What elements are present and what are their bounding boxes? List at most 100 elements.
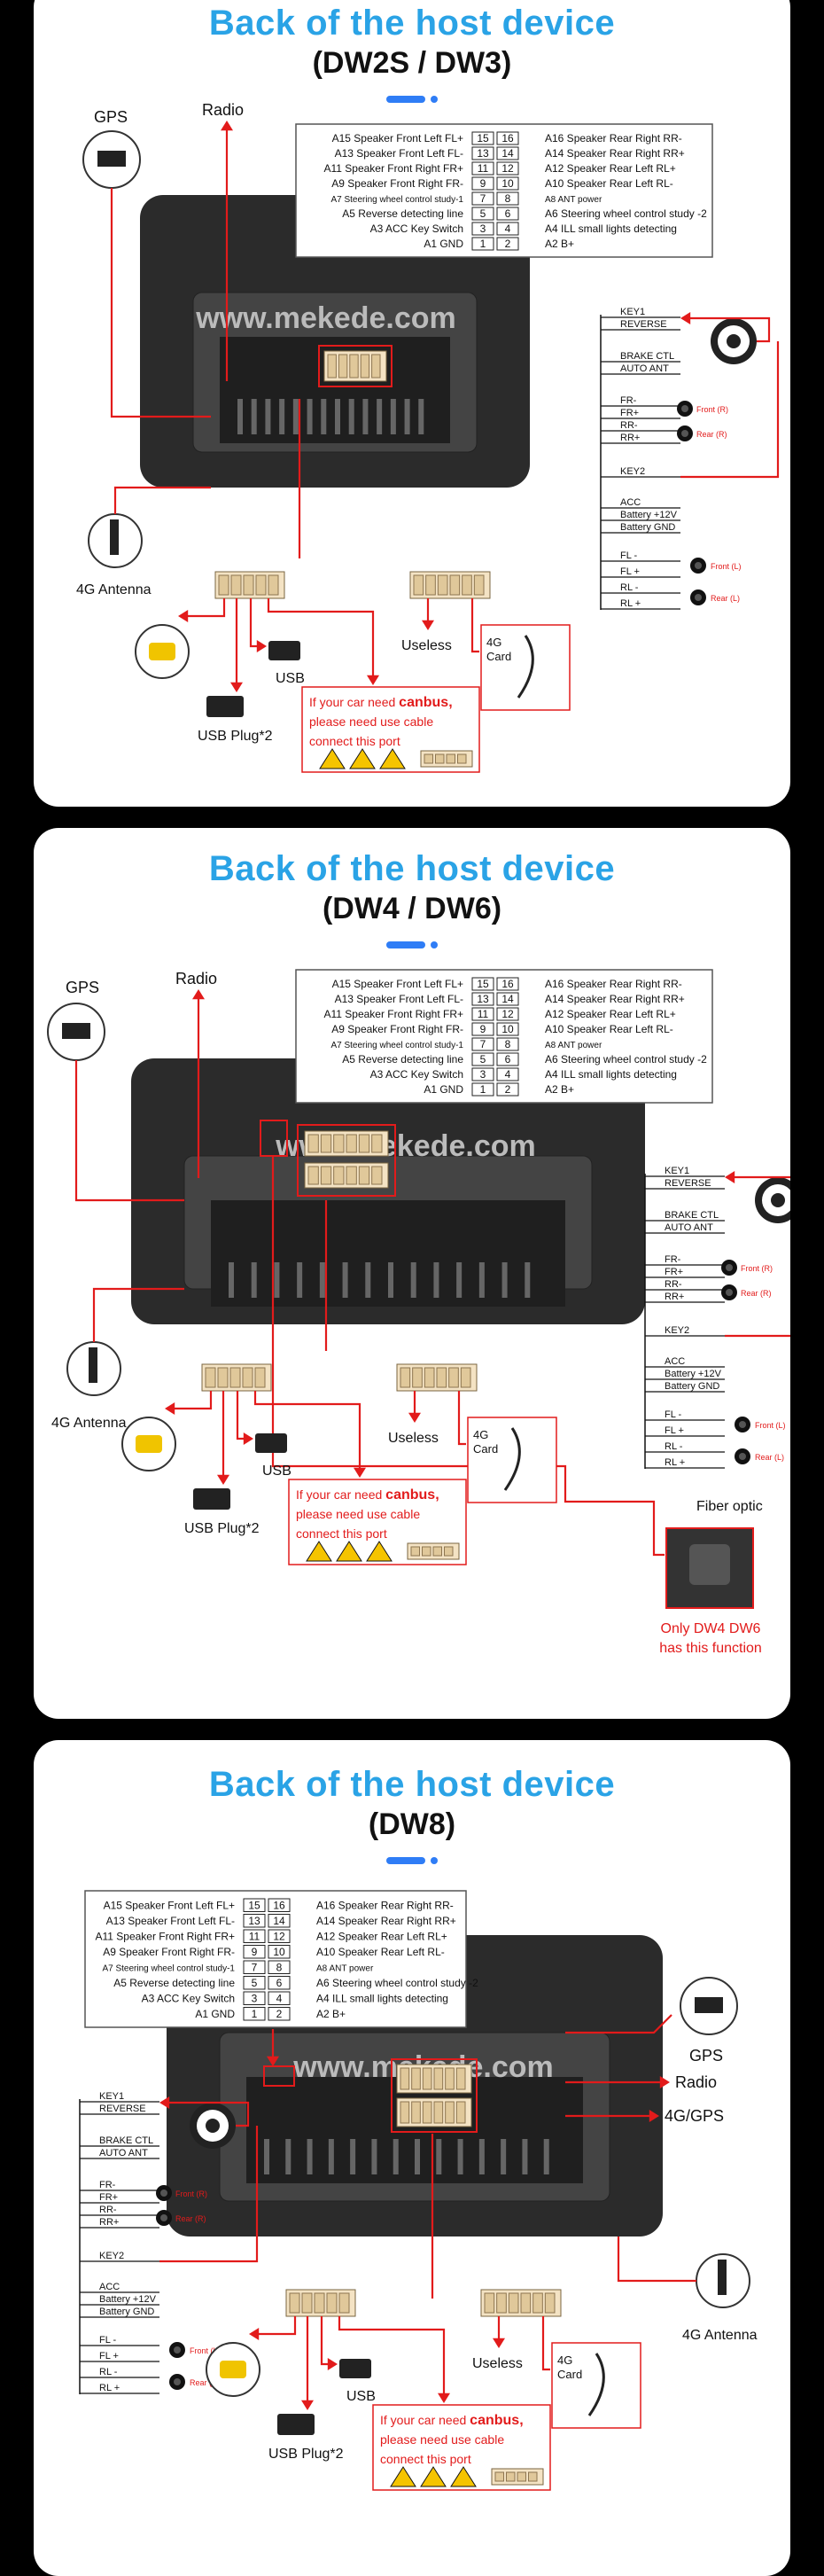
arrow-head bbox=[192, 989, 205, 1000]
speaker-icon bbox=[174, 2378, 181, 2385]
harness-label: RR- bbox=[99, 2205, 117, 2215]
card-4g-box bbox=[551, 2342, 641, 2429]
steering-wire bbox=[682, 316, 771, 343]
device-vent bbox=[388, 1262, 393, 1298]
speaker-icon bbox=[695, 594, 702, 601]
speaker-icon bbox=[726, 1264, 733, 1271]
device-vent bbox=[525, 1262, 531, 1298]
harness-label: BRAKE CTL bbox=[99, 2135, 153, 2146]
pin-label-left: A5 Reverse detecting line bbox=[342, 207, 463, 220]
device-vent bbox=[543, 2139, 549, 2174]
plug-pin bbox=[445, 2067, 455, 2090]
pin-number: 7 bbox=[480, 1038, 486, 1050]
harness-label: RL - bbox=[620, 582, 639, 593]
pin-label-left: A3 ACC Key Switch bbox=[370, 222, 463, 235]
pin-box bbox=[268, 1929, 291, 1943]
plug-pin bbox=[333, 1166, 345, 1185]
plug-pin bbox=[436, 1367, 447, 1388]
usb-label: USB bbox=[276, 671, 305, 686]
plug-pin bbox=[230, 574, 242, 596]
harness-label: REVERSE bbox=[665, 1178, 711, 1189]
key2-wire bbox=[159, 2126, 259, 2263]
plug-pin bbox=[413, 574, 424, 596]
usb-plug-icon bbox=[277, 2414, 315, 2435]
pin-label-left: A15 Speaker Front Left FL+ bbox=[104, 1900, 235, 1912]
canbus-note-line: connect this port bbox=[309, 734, 400, 748]
warning-icon bbox=[349, 748, 376, 769]
arrow-head bbox=[256, 640, 267, 652]
rca-wire bbox=[167, 1391, 213, 1410]
pin-label-right: A12 Speaker Rear Left RL+ bbox=[545, 162, 676, 175]
pin-box bbox=[471, 1007, 494, 1021]
pin-number: 7 bbox=[480, 192, 486, 205]
harness-label: REVERSE bbox=[620, 319, 667, 330]
plug-pin bbox=[437, 574, 448, 596]
device-vent bbox=[319, 1262, 325, 1298]
device-vent bbox=[251, 399, 257, 434]
antenna-4g-icon bbox=[110, 519, 119, 555]
wiring-diagram: A15 Speaker Front Left FL+A16 Speaker Re… bbox=[79, 1890, 758, 2491]
harness-label: FR- bbox=[99, 2180, 116, 2190]
canbus-wire bbox=[338, 2316, 446, 2398]
arrow-head bbox=[354, 1467, 366, 1478]
pin-number: 9 bbox=[480, 1023, 486, 1035]
pin-label-left: A7 Steering wheel control study-1 bbox=[102, 1964, 235, 1974]
harness-label: RL + bbox=[620, 598, 641, 609]
antenna-4g-label: 4G Antenna bbox=[682, 2328, 758, 2343]
pin-box bbox=[496, 1067, 519, 1081]
device-vent bbox=[279, 399, 285, 434]
pin-box bbox=[471, 131, 494, 145]
plug-pin bbox=[455, 2101, 466, 2124]
plug-pin bbox=[268, 574, 279, 596]
canbus-note-line: If your car need canbus, bbox=[296, 1487, 439, 1503]
usb-label: USB bbox=[346, 2389, 376, 2404]
harness-label: FR+ bbox=[665, 1267, 683, 1277]
antenna-4g-icon bbox=[89, 1347, 97, 1383]
plug-pin bbox=[412, 1367, 423, 1388]
usb-plug-label: USB Plug*2 bbox=[198, 729, 273, 744]
arrow-head bbox=[221, 121, 233, 131]
pin-number: 13 bbox=[248, 1915, 260, 1927]
plug-pin bbox=[371, 1166, 383, 1185]
canbus-note-line: connect this port bbox=[380, 2452, 471, 2466]
harness-label: AUTO ANT bbox=[99, 2148, 148, 2158]
pin-number: 5 bbox=[480, 1053, 486, 1066]
card-wire bbox=[541, 2316, 550, 2371]
plug-pin bbox=[520, 2292, 532, 2314]
device-vent bbox=[415, 2139, 420, 2174]
harness-label: Battery +12V bbox=[99, 2294, 157, 2305]
pin-box bbox=[243, 1929, 266, 1943]
antenna-4g-label: 4G Antenna bbox=[51, 1416, 127, 1431]
fiber-wire bbox=[271, 1156, 665, 1557]
gps-4g-label: 4G/GPS bbox=[665, 2107, 724, 2125]
plug-pin bbox=[455, 2067, 466, 2090]
plug-pin bbox=[435, 753, 445, 764]
usb-wire bbox=[320, 2316, 336, 2366]
pin-label-right: A10 Speaker Rear Left RL- bbox=[545, 177, 673, 190]
pin-label-right: A14 Speaker Rear Right RR+ bbox=[316, 1915, 456, 1927]
antenna-wire bbox=[92, 1287, 184, 1342]
plug-pin bbox=[254, 1367, 266, 1388]
arrow-head bbox=[217, 1474, 229, 1485]
harness-label: Battery GND bbox=[620, 522, 675, 533]
plug-pin bbox=[484, 2292, 495, 2314]
pin-number: 11 bbox=[249, 1931, 260, 1943]
pin-box bbox=[243, 1898, 266, 1912]
title-dot bbox=[431, 1857, 438, 1864]
pin-number: 3 bbox=[252, 1993, 258, 2005]
speaker-label: Front (R) bbox=[741, 1264, 773, 1273]
pin-number: 12 bbox=[501, 162, 514, 175]
pin-number: 13 bbox=[477, 147, 489, 160]
pin-box bbox=[496, 237, 519, 251]
harness-label: FR- bbox=[620, 395, 637, 406]
plug-pin bbox=[433, 2101, 444, 2124]
canbus-note-line: please need use cable bbox=[380, 2432, 504, 2447]
gps-label: GPS bbox=[689, 2047, 723, 2065]
card-4g-cable bbox=[587, 2353, 605, 2416]
warning-icon bbox=[450, 2466, 477, 2487]
pin-label-right: A16 Speaker Rear Right RR- bbox=[545, 978, 682, 990]
pin-box bbox=[243, 1945, 266, 1959]
device-vent bbox=[335, 399, 340, 434]
plug-pin bbox=[229, 1367, 241, 1388]
plug-pin bbox=[444, 1546, 454, 1557]
